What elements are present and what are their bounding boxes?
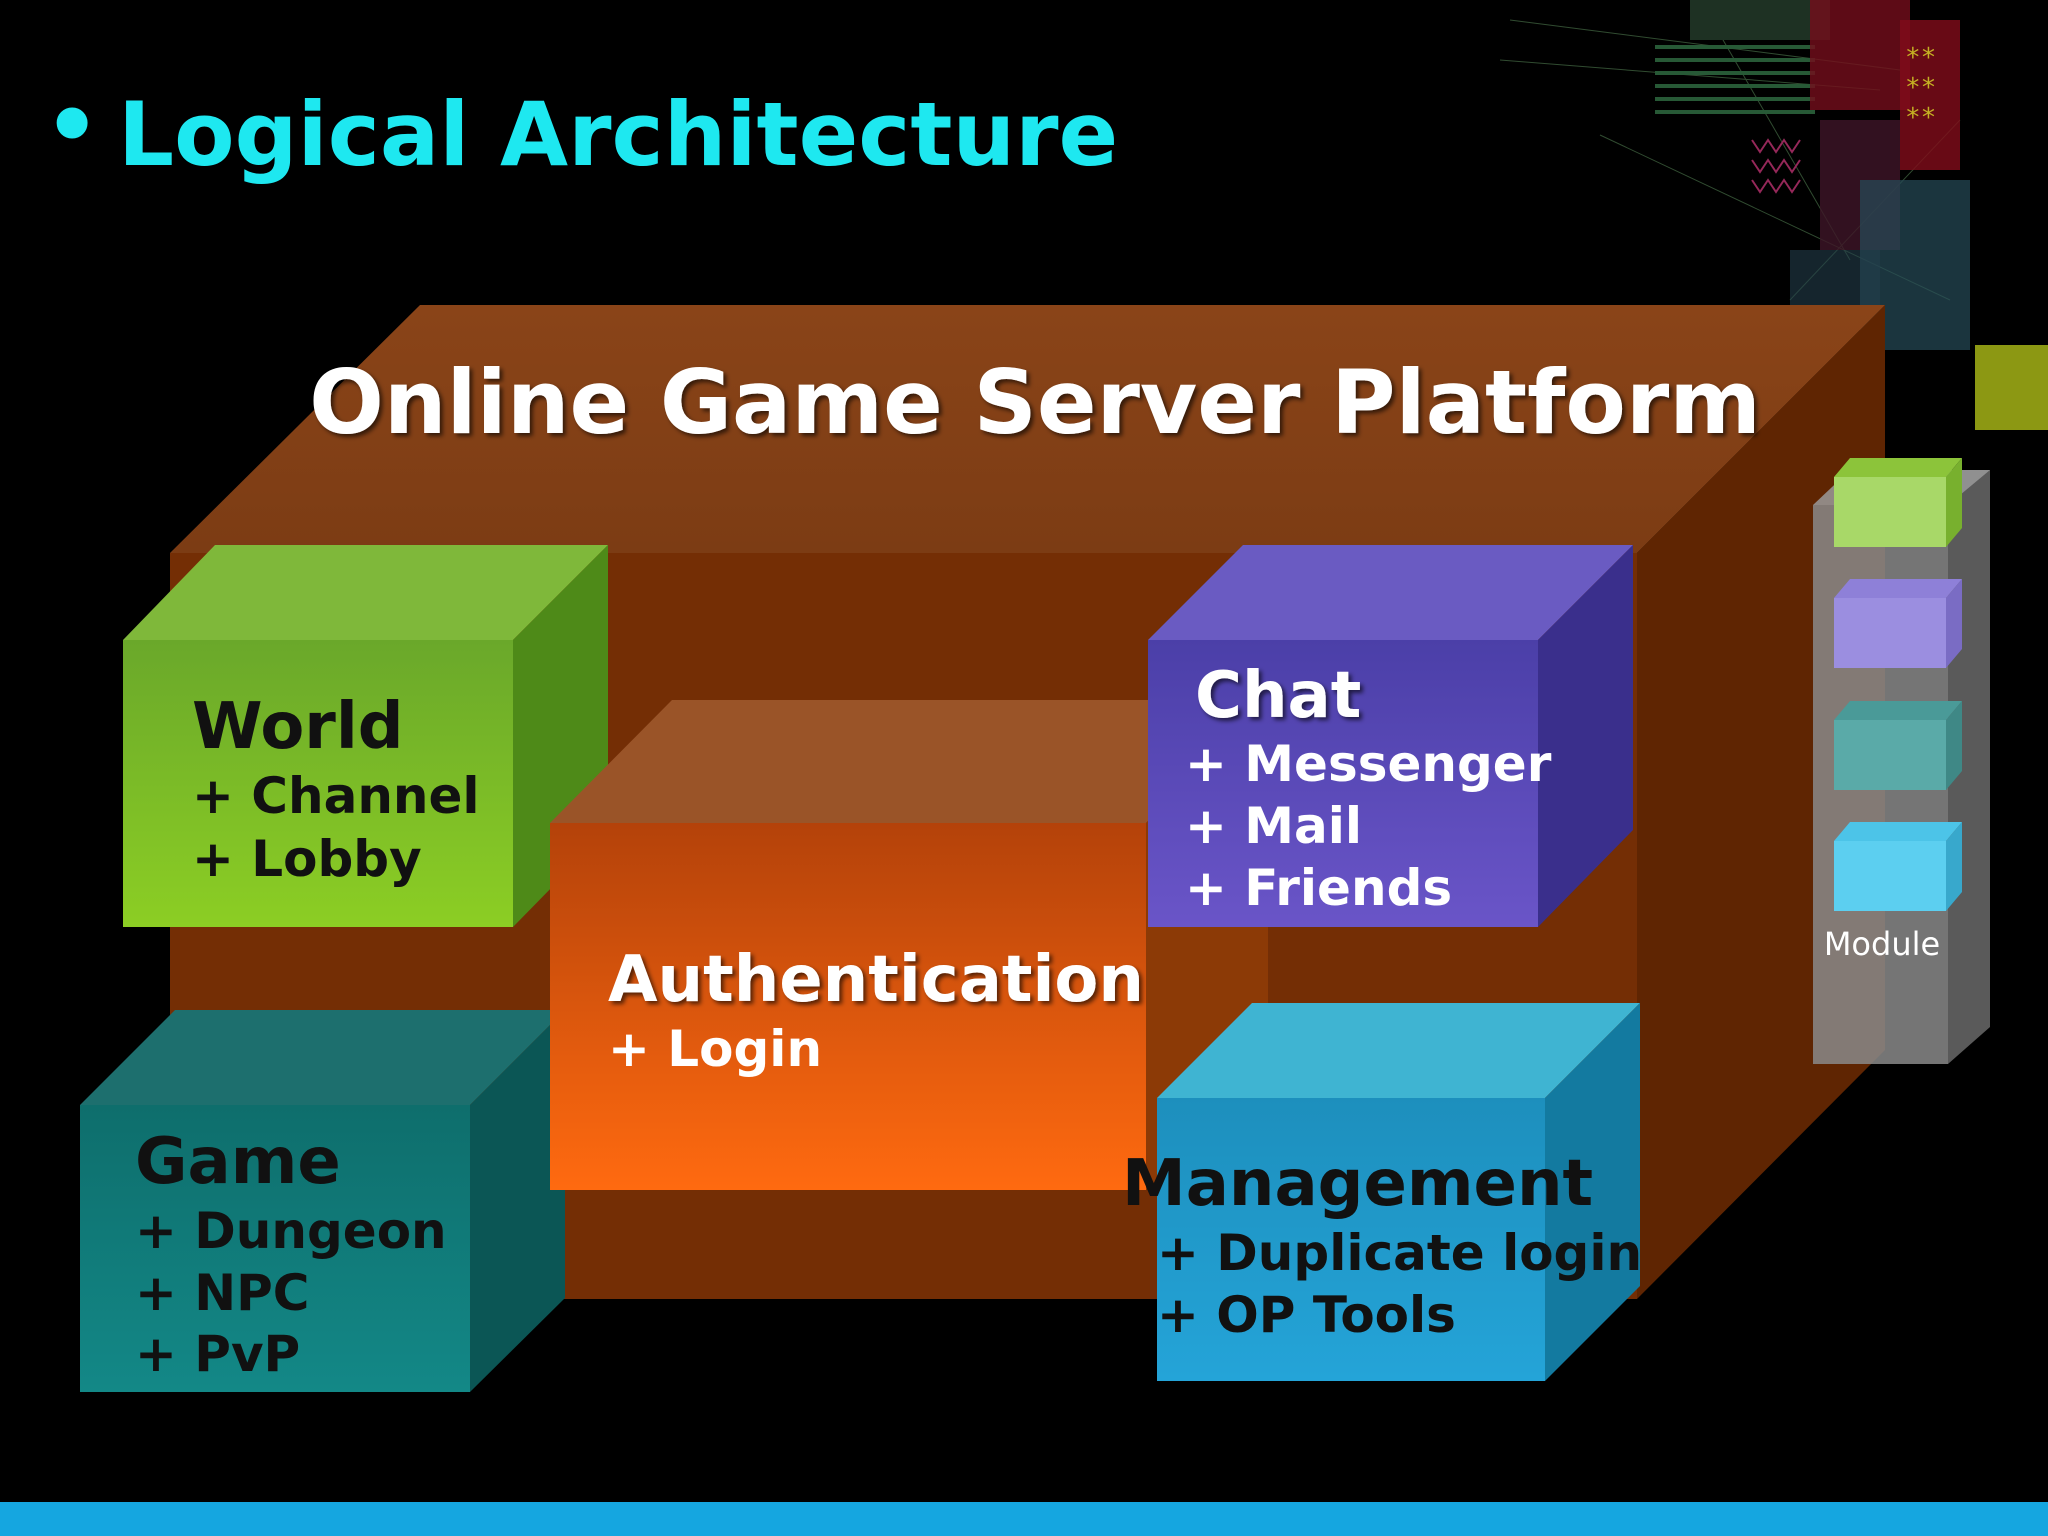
game-front-face <box>80 1105 470 1392</box>
management-module: Management + Duplicate login + OP Tools <box>1122 1003 1642 1381</box>
svg-text:**: ** <box>1905 103 1936 133</box>
world-item: + Lobby <box>192 830 422 888</box>
management-item: + OP Tools <box>1157 1286 1456 1344</box>
management-item: + Duplicate login <box>1157 1224 1642 1282</box>
page-title: Logical Architecture <box>118 83 1118 186</box>
management-front-face <box>1157 1098 1545 1381</box>
game-top-face <box>80 1010 565 1105</box>
world-module: World + Channel + Lobby <box>123 545 608 927</box>
legend-block-blue <box>1834 822 1962 911</box>
chat-item: + Messenger <box>1185 735 1552 793</box>
world-front-face <box>123 640 513 927</box>
slide-title: • Logical Architecture <box>44 74 1118 186</box>
chat-side-face <box>1538 545 1633 927</box>
world-title: World <box>192 690 404 764</box>
platform-top-face <box>170 305 1885 553</box>
legend-label: Module <box>1824 925 1940 963</box>
game-module: Game + Dungeon + NPC + PvP <box>80 1010 565 1392</box>
world-item: + Channel <box>192 767 480 825</box>
legend-block-green <box>1834 458 1962 547</box>
game-side-face <box>470 1010 565 1392</box>
management-side-face <box>1545 1003 1640 1381</box>
game-item: + Dungeon <box>135 1202 447 1260</box>
chat-title: Chat <box>1195 659 1361 733</box>
world-top-face <box>123 545 608 640</box>
legend-block-teal <box>1834 701 1962 790</box>
platform-title: Online Game Server Platform <box>309 351 1761 454</box>
svg-text:**: ** <box>1905 43 1936 73</box>
chat-front-face <box>1148 640 1538 927</box>
chat-module: Chat + Messenger + Mail + Friends <box>1148 545 1633 927</box>
bottom-accent-bar <box>0 1502 2048 1536</box>
legend-block-purple <box>1834 579 1962 668</box>
chat-item: + Mail <box>1185 797 1362 855</box>
game-item: + NPC <box>135 1264 310 1322</box>
management-title: Management <box>1122 1147 1593 1221</box>
chat-top-face <box>1148 545 1633 640</box>
authentication-item: + Login <box>608 1020 822 1078</box>
game-item: + PvP <box>135 1325 300 1383</box>
authentication-front-face <box>550 823 1146 1190</box>
authentication-top-face <box>550 700 1268 823</box>
chat-item: + Friends <box>1185 859 1452 917</box>
decorative-circuit-art: ** ** ** <box>1499 0 2048 430</box>
svg-text:**: ** <box>1905 73 1936 103</box>
management-top-face <box>1157 1003 1640 1098</box>
authentication-title: Authentication <box>608 943 1144 1017</box>
title-bullet: • <box>44 74 100 177</box>
game-title: Game <box>135 1125 341 1199</box>
module-legend: Module <box>1813 458 1990 1064</box>
